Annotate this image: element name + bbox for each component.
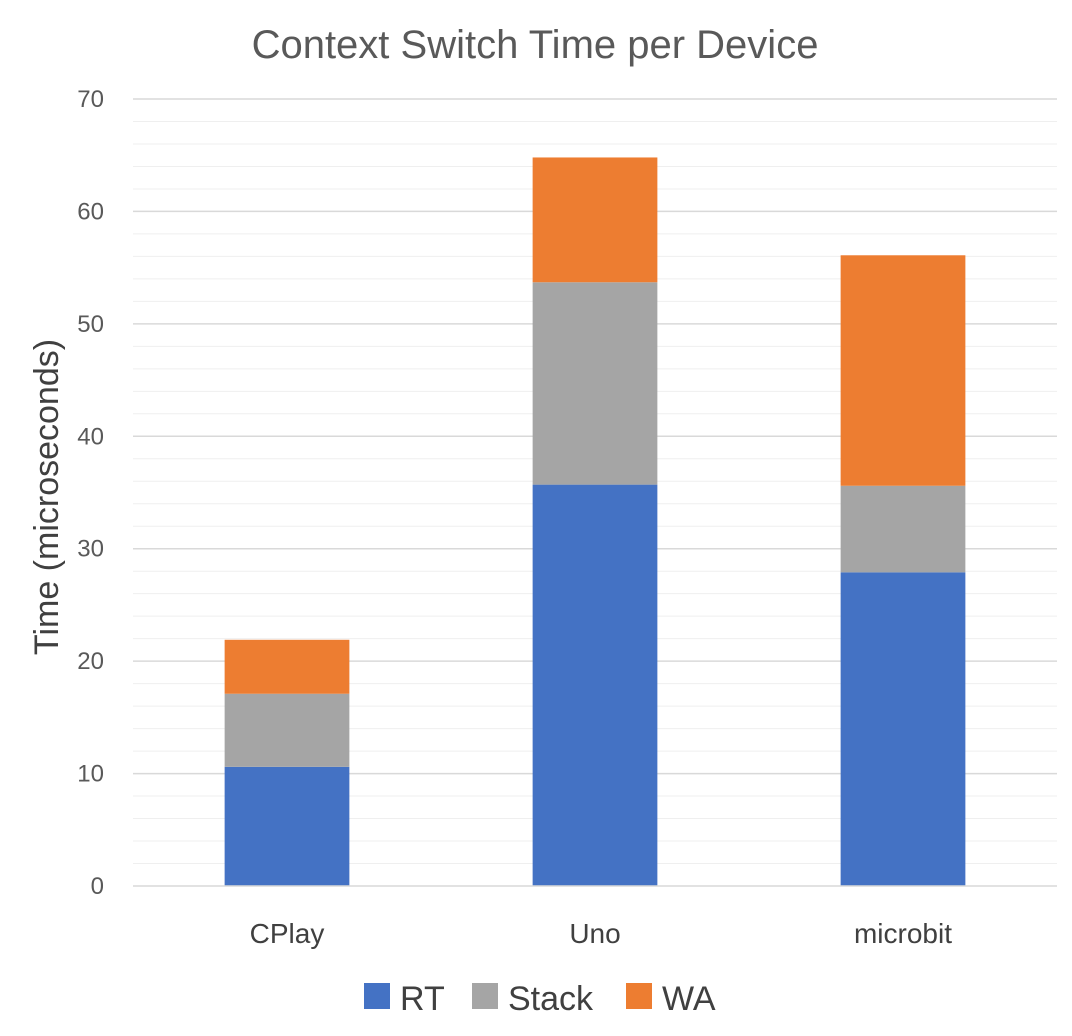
legend-swatch-wa — [626, 983, 652, 1009]
legend-label-wa: WA — [662, 980, 716, 1018]
y-tick-label: 60 — [77, 198, 104, 225]
bar-stack-cplay — [224, 693, 350, 767]
bar-wa-uno — [532, 157, 658, 283]
bar-wa-cplay — [224, 639, 350, 694]
bar-wa-microbit — [840, 255, 966, 486]
y-tick-label: 20 — [77, 648, 104, 675]
y-tick-label: 30 — [77, 536, 104, 563]
y-axis-ticks: 0 10 20 30 40 50 60 70 — [77, 86, 104, 900]
y-tick-label: 10 — [77, 761, 104, 788]
x-tick-label: CPlay — [250, 918, 325, 949]
legend: RT Stack WA — [364, 980, 716, 1018]
x-axis-ticks: CPlay Uno microbit — [250, 918, 953, 949]
bar-stack-uno — [532, 282, 658, 485]
y-tick-label: 40 — [77, 423, 104, 450]
y-axis-label: Time (microseconds) — [28, 339, 66, 655]
legend-label-stack: Stack — [508, 980, 594, 1018]
bar-rt-uno — [532, 484, 658, 886]
bar-rt-microbit — [840, 572, 966, 886]
bar-rt-cplay — [224, 766, 350, 886]
x-tick-label: Uno — [569, 918, 620, 949]
legend-swatch-rt — [364, 983, 390, 1009]
y-tick-label: 0 — [91, 873, 104, 900]
x-tick-label: microbit — [854, 918, 952, 949]
chart-title: Context Switch Time per Device — [252, 23, 819, 67]
y-tick-label: 50 — [77, 311, 104, 338]
y-tick-label: 70 — [77, 86, 104, 113]
bar-stack-microbit — [840, 485, 966, 573]
bars — [133, 157, 1057, 887]
legend-swatch-stack — [472, 983, 498, 1009]
legend-label-rt: RT — [400, 980, 445, 1018]
